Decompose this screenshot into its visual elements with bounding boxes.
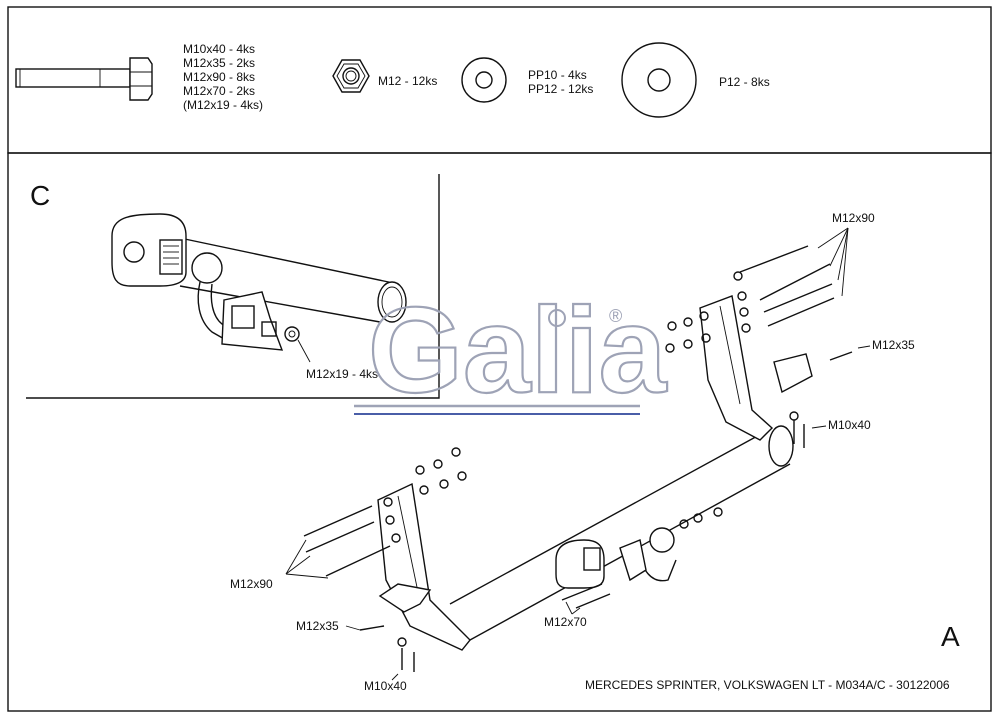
small-washer-spec-1: PP10 - 4ks bbox=[528, 68, 587, 82]
nut-spec: M12 - 12ks bbox=[378, 74, 437, 88]
detail-letter: C bbox=[30, 180, 50, 211]
bolt-m12x35-left bbox=[345, 625, 385, 631]
bolt-spec-5: (M12x19 - 4ks) bbox=[183, 98, 263, 112]
detail-frame bbox=[26, 174, 440, 399]
large-washer-icon bbox=[621, 42, 697, 118]
callout-m12x35-right: M12x35 bbox=[872, 338, 915, 352]
callout-m12x90-left: M12x90 bbox=[230, 577, 273, 591]
callout-m12x90-top: M12x90 bbox=[832, 211, 875, 225]
bolt-m12x35-right bbox=[829, 345, 871, 361]
logo-text: Galia bbox=[368, 282, 668, 418]
small-washer-icon bbox=[461, 57, 507, 103]
main-frame bbox=[7, 152, 992, 712]
small-washer-spec-2: PP12 - 12ks bbox=[528, 82, 593, 96]
drawing-title: MERCEDES SPRINTER, VOLKSWAGEN LT - M034A… bbox=[585, 678, 950, 692]
logo-registered: ® bbox=[609, 306, 622, 326]
bolt-icon bbox=[15, 57, 153, 101]
callout-m10x40-left: M10x40 bbox=[364, 679, 407, 693]
bolt-spec-3: M12x90 - 8ks bbox=[183, 70, 255, 84]
bolt-spec-2: M12x35 - 2ks bbox=[183, 56, 255, 70]
bolt-set-left bbox=[285, 447, 467, 579]
detail-c-drawing bbox=[111, 213, 407, 363]
bolt-spec-4: M12x70 - 2ks bbox=[183, 84, 255, 98]
bolt-spec-1: M10x40 - 4ks bbox=[183, 42, 255, 56]
bolt-m10x40-left bbox=[391, 637, 415, 681]
callout-m12x35-left: M12x35 bbox=[296, 619, 339, 633]
bolt-m10x40-right bbox=[789, 411, 827, 448]
callout-m12x70: M12x70 bbox=[544, 615, 587, 629]
bolt-m12x70 bbox=[561, 507, 723, 615]
callout-m10x40-right: M10x40 bbox=[828, 418, 871, 432]
large-washer-spec: P12 - 8ks bbox=[719, 75, 770, 89]
view-letter: A bbox=[941, 621, 960, 652]
detail-callout: M12x19 - 4ks bbox=[306, 367, 378, 381]
hex-nut-icon bbox=[332, 59, 370, 93]
bolt-set-top-right bbox=[665, 227, 849, 353]
logo-dot-icon bbox=[548, 309, 566, 327]
tow-bar-drawing bbox=[377, 295, 813, 651]
galia-logo: Galia ® bbox=[354, 281, 669, 419]
